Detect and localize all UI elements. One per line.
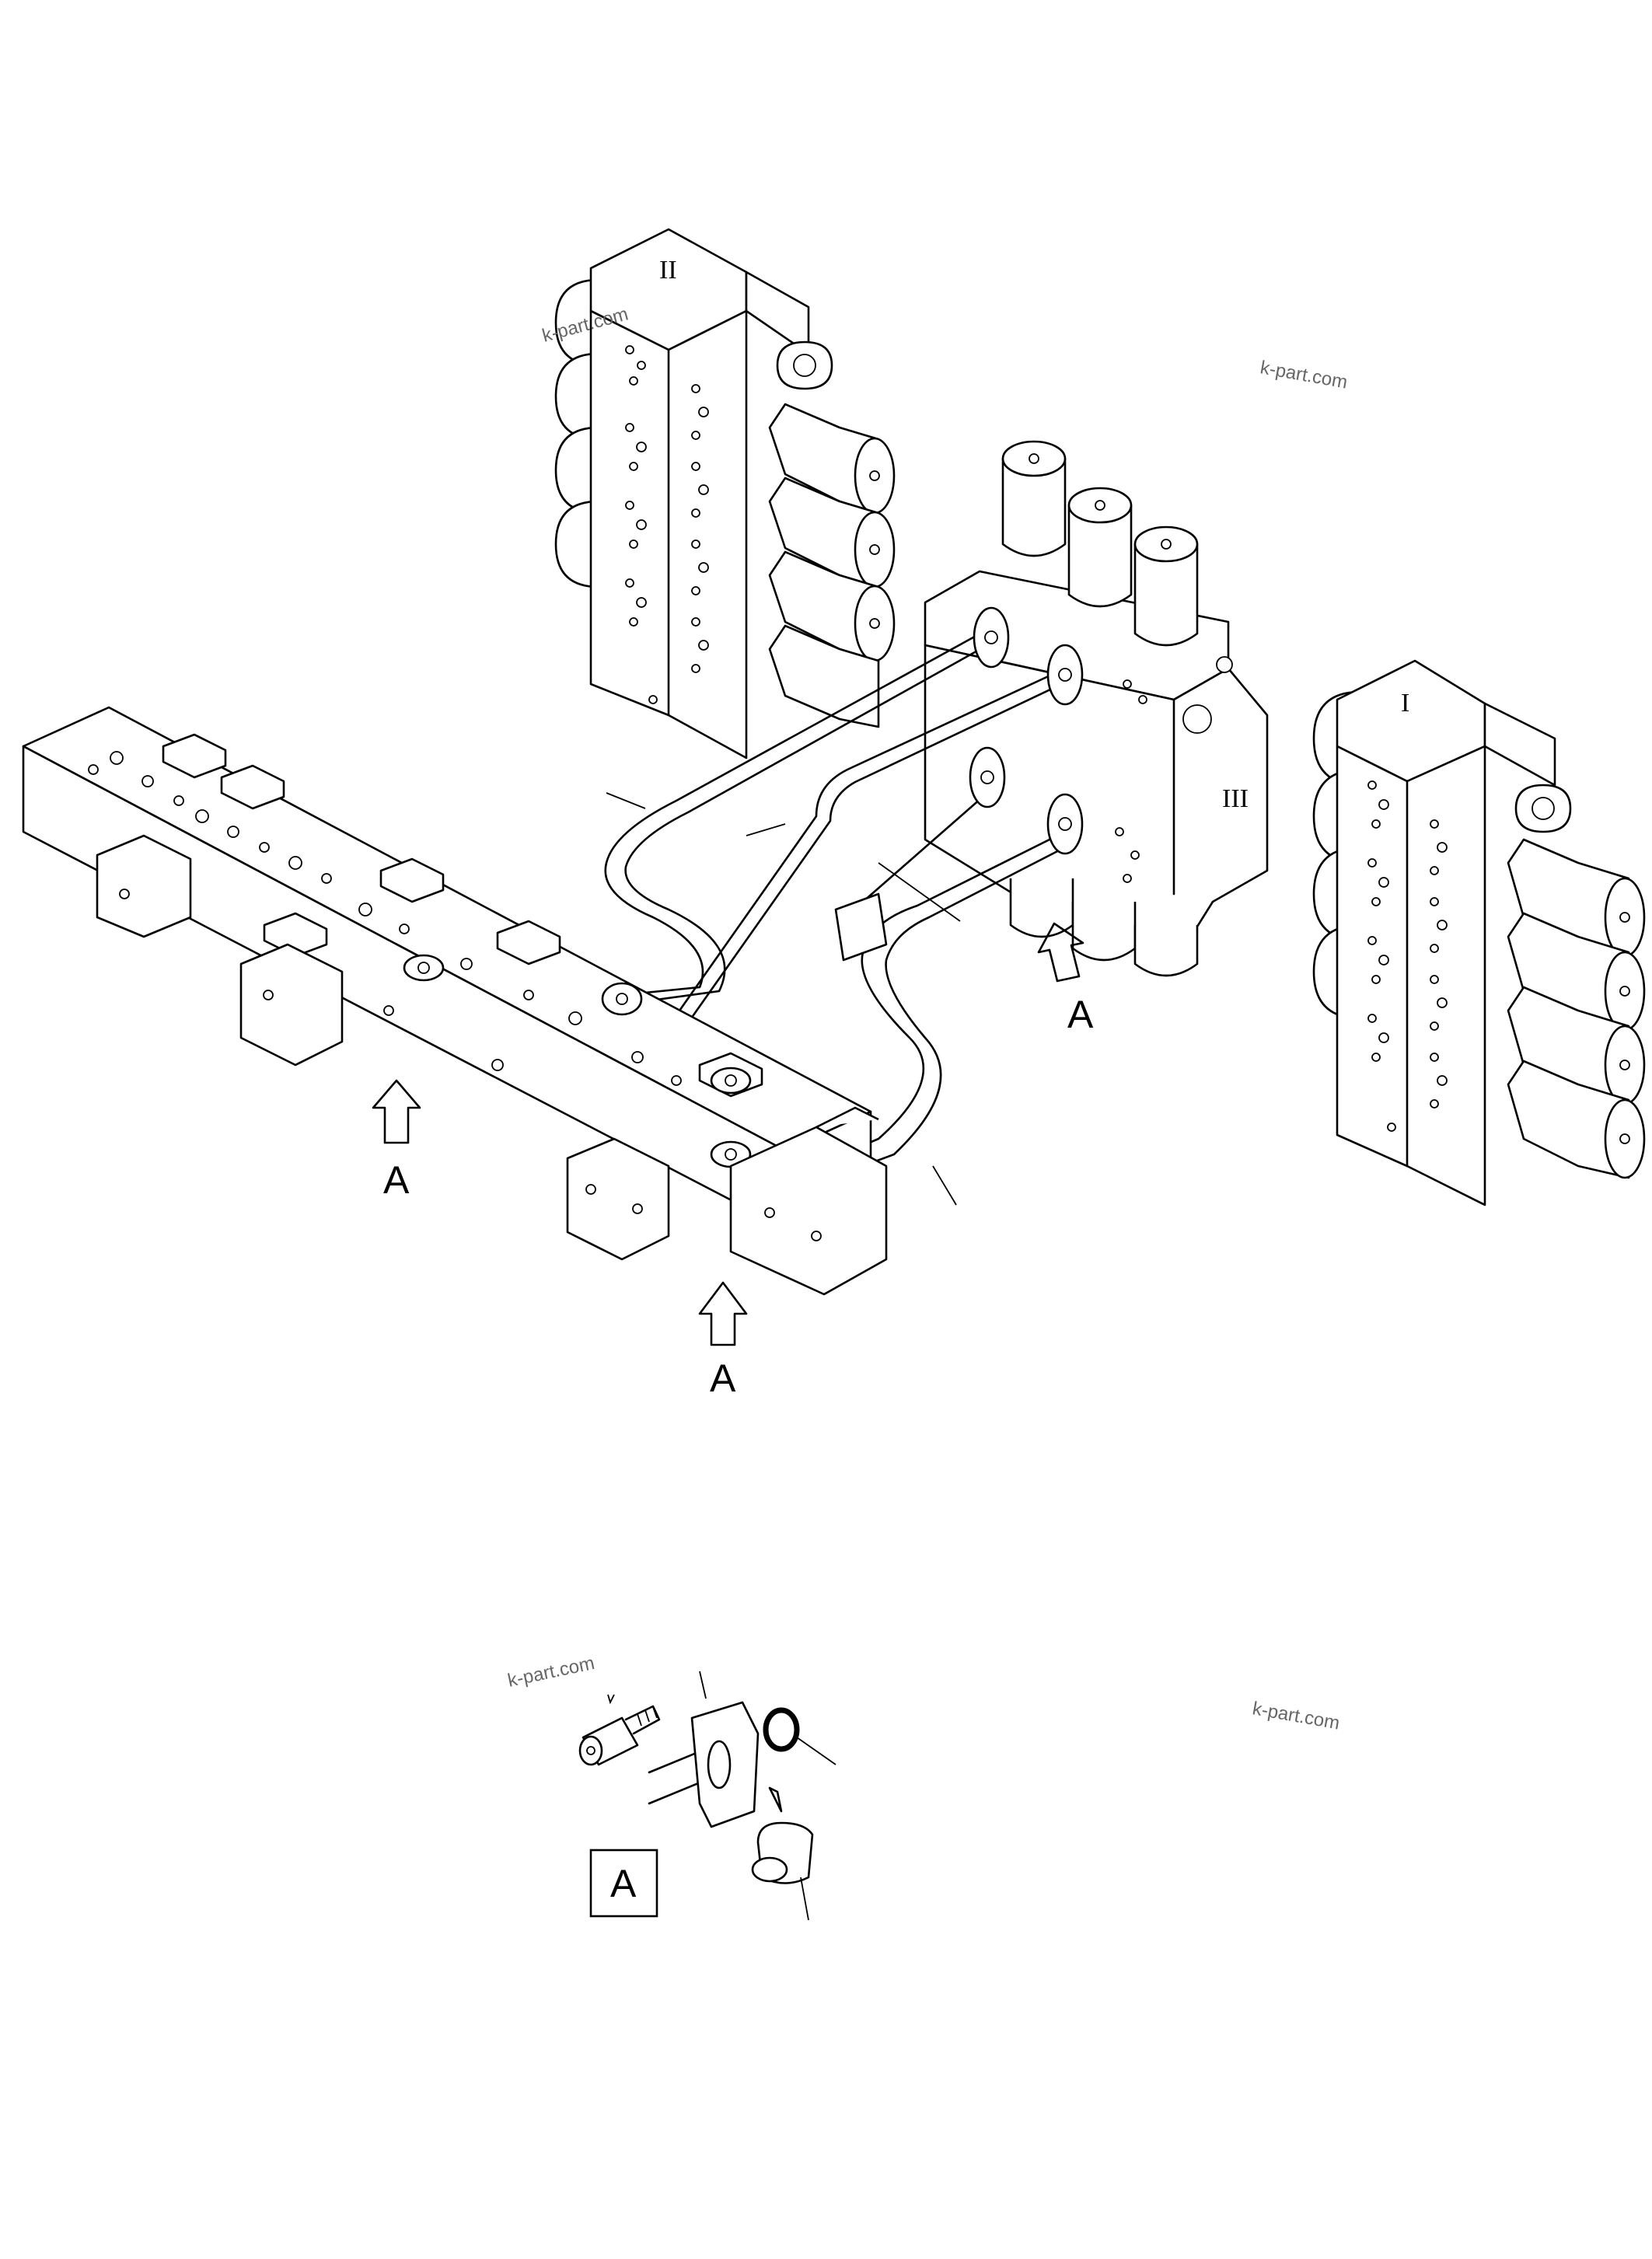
view-arrow-left: A xyxy=(372,1079,421,1202)
valve-3-label: III xyxy=(1222,784,1249,813)
flange-bolt xyxy=(578,1694,661,1766)
plug xyxy=(751,1821,814,1921)
valve-block-2: II xyxy=(554,228,896,759)
valve-block-1: I xyxy=(1312,659,1646,1206)
split-flange xyxy=(648,1671,760,1828)
detail-a-box xyxy=(589,1849,658,1918)
leader-lines xyxy=(606,792,961,1206)
detail-a: A xyxy=(578,1671,836,1921)
detail-a-label: A xyxy=(610,1862,637,1905)
valve-2-solenoids xyxy=(768,403,896,728)
manifold-assembly xyxy=(22,706,888,1296)
watermark-3: k-part.com xyxy=(506,1653,596,1692)
view-arrow-center: A xyxy=(698,1281,748,1400)
svg-text:A: A xyxy=(383,1158,410,1202)
svg-text:A: A xyxy=(710,1356,736,1400)
valve-1-ports xyxy=(1367,780,1448,1132)
valve-1-solenoids xyxy=(1507,838,1646,1179)
valve-2-ports xyxy=(625,345,709,704)
valve-3-solenoids xyxy=(1001,440,1199,647)
svg-text:A: A xyxy=(1067,993,1094,1036)
watermark-4: k-part.com xyxy=(1251,1698,1341,1734)
view-arrow-right: A xyxy=(1037,922,1094,1036)
valve-2-label: II xyxy=(659,256,677,285)
valve-block-3: III xyxy=(924,440,1269,977)
watermark-2: k-part.com xyxy=(1259,357,1349,393)
o-ring xyxy=(763,1707,836,1765)
manifold-fittings xyxy=(162,733,763,1168)
valve-1-label: I xyxy=(1401,689,1409,718)
